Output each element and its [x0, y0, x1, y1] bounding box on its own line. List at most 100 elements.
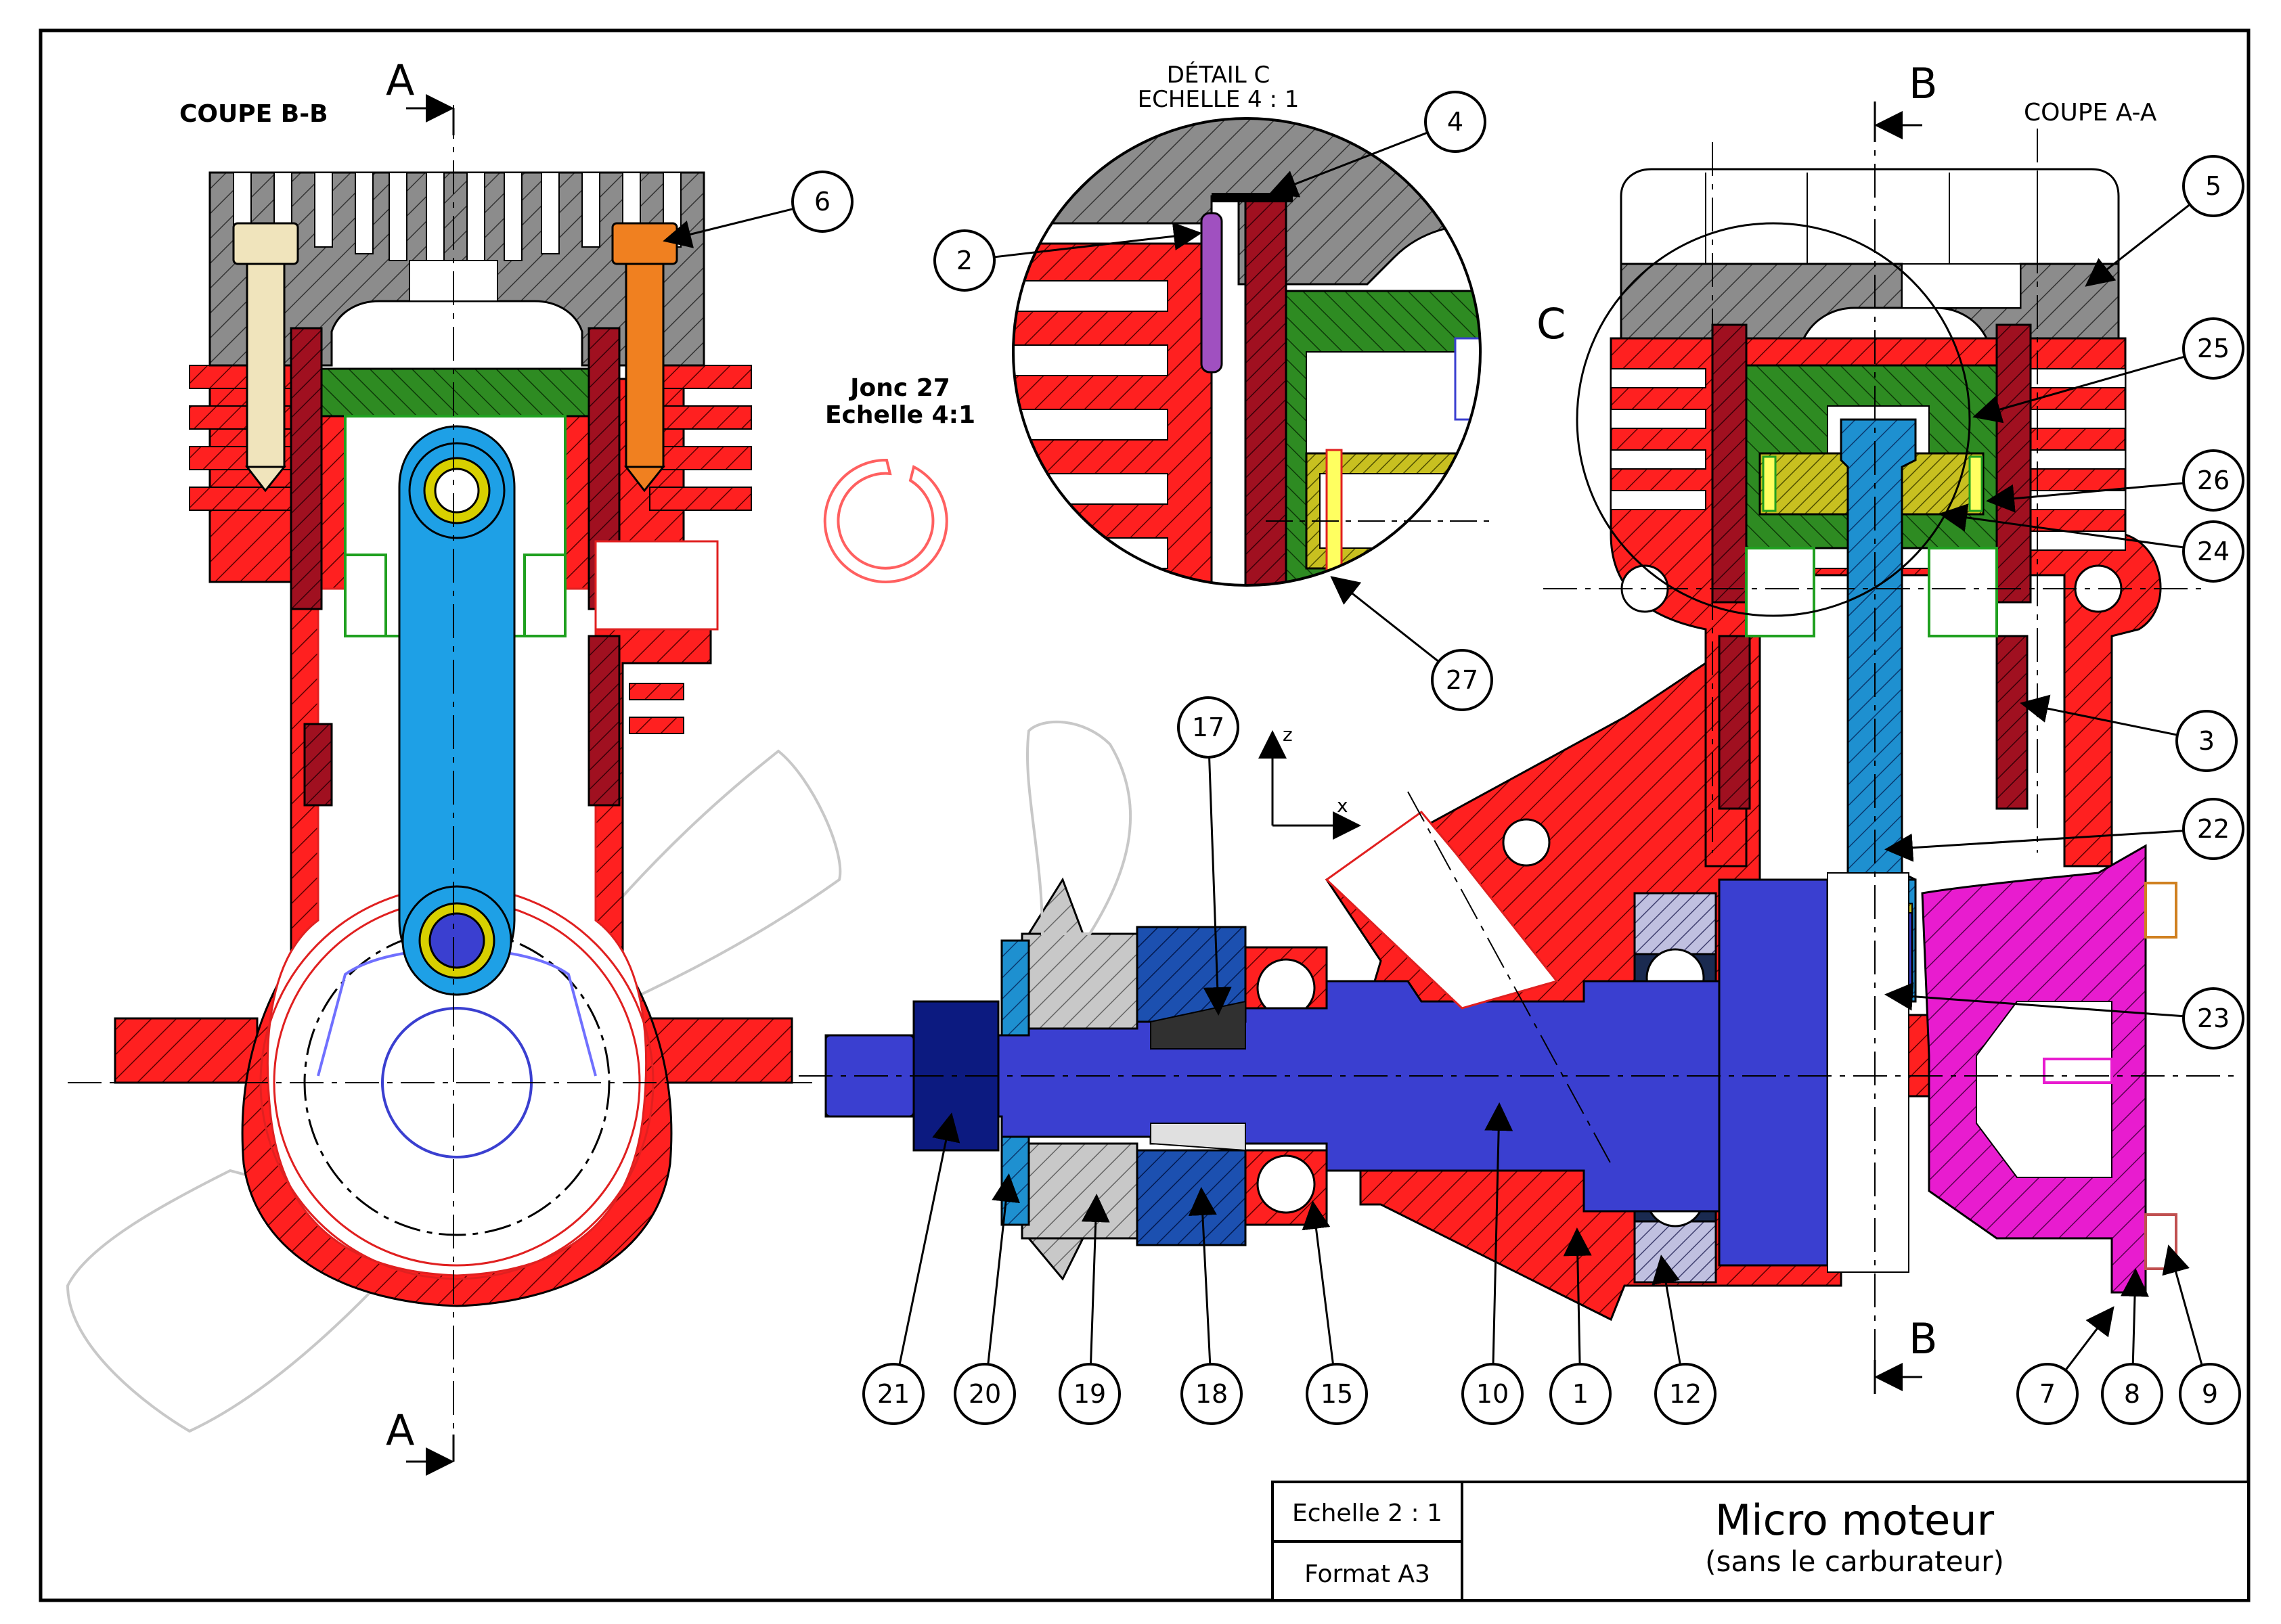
title-block-format: Format A3 [1304, 1560, 1430, 1588]
leader-line-24 [1939, 503, 2184, 549]
section-bb-view [66, 105, 842, 1455]
axis-x-label: x [1337, 794, 1348, 817]
part-number-label: 4 [1447, 107, 1463, 137]
section-aa-title: COUPE A-A [2024, 99, 2157, 127]
leader-line-12 [1652, 1255, 1681, 1365]
detail-c-marker: C [1536, 299, 1566, 348]
part-bubble-8: 8 [2101, 1363, 2163, 1425]
part-bubble-24: 24 [2182, 520, 2244, 583]
leader-line-21 [898, 1112, 960, 1366]
part-bubble-2: 2 [933, 229, 996, 292]
jonc-ring-drawing [823, 458, 948, 583]
part-number-label: 8 [2124, 1379, 2140, 1409]
part-bubble-circle [2182, 987, 2244, 1050]
part-number-label: 6 [814, 187, 831, 217]
head-screw-left [232, 222, 299, 493]
section-b-bottom: B [1909, 1314, 1938, 1363]
piston-skirt-right [523, 554, 567, 637]
part-number-label: 1 [1572, 1379, 1589, 1409]
cover-screw-bottom [2144, 1213, 2177, 1270]
part-bubble-23: 23 [2182, 987, 2244, 1050]
part-bubble-15: 15 [1306, 1363, 1368, 1425]
detail-c-view [1012, 117, 1489, 587]
part-bubble-26: 26 [2182, 449, 2244, 512]
leader-line-4 [1268, 131, 1428, 198]
part-bubble-circle [954, 1363, 1016, 1425]
title-block-scale: Echelle 2 : 1 [1292, 1499, 1442, 1527]
part-bubble-12: 12 [1654, 1363, 1717, 1425]
part-bubble-circle [1431, 649, 1493, 711]
part-bubble-circle [2182, 798, 2244, 860]
piston-pin [434, 468, 480, 514]
leader-line-27 [1330, 576, 1440, 662]
part-bubble-17: 17 [1177, 696, 1239, 759]
part-number-label: 27 [1446, 665, 1478, 695]
leader-line-22 [1884, 830, 2184, 862]
part-bubble-27: 27 [1431, 649, 1493, 711]
part-bubble-circle [1306, 1363, 1368, 1425]
part-number-label: 21 [877, 1379, 910, 1409]
part-bubble-circle [2182, 317, 2244, 380]
section-a-top: A [386, 55, 414, 105]
part-bubble-18: 18 [1180, 1363, 1243, 1425]
jonc-scale: Echelle 4:1 [825, 401, 975, 429]
detail-c-marker-circle [1576, 222, 1971, 617]
part-bubble-5: 5 [2182, 155, 2244, 217]
part-number-label: 3 [2198, 726, 2215, 756]
title-block-title: Micro moteur [1715, 1495, 1995, 1545]
leader-line-8 [2121, 1268, 2149, 1365]
part-bubble-9: 9 [2179, 1363, 2241, 1425]
section-aa-view [799, 108, 2240, 1394]
part-number-label: 26 [2197, 466, 2230, 495]
axis-z-label: z [1283, 723, 1293, 746]
detail-c-scale: ECHELLE 4 : 1 [1138, 86, 1300, 113]
part-number-label: 12 [1669, 1379, 1702, 1409]
title-block-subtitle: (sans le carburateur) [1705, 1545, 2004, 1578]
leader-line-17 [1203, 757, 1232, 1016]
title-block: Echelle 2 : 1 Format A3 Micro moteur (sa… [1271, 1481, 2250, 1602]
leader-line-1 [1563, 1227, 1592, 1365]
propeller-outline [66, 749, 842, 1433]
part-bubble-circle [2179, 1363, 2241, 1425]
liner-lower-left [303, 723, 333, 807]
part-number-label: 22 [2197, 814, 2230, 844]
part-number-label: 23 [2197, 1003, 2230, 1033]
section-b-top: B [1909, 59, 1938, 108]
part-bubble-20: 20 [954, 1363, 1016, 1425]
part-number-label: 25 [2197, 334, 2230, 363]
section-a-bottom: A [386, 1405, 414, 1455]
detail-dowel [1200, 212, 1223, 374]
part-bubble-circle [2175, 710, 2238, 772]
section-arrows [406, 94, 1922, 1476]
liner-aa-lower-left [1718, 635, 1751, 810]
part-bubble-circle [791, 171, 854, 233]
leader-line-3 [2020, 694, 2178, 736]
leader-line-9 [2162, 1244, 2203, 1366]
part-bubble-19: 19 [1059, 1363, 1121, 1425]
part-number-label: 7 [2039, 1379, 2056, 1409]
detail-c-title: DÉTAIL C [1167, 61, 1270, 89]
liner-left [290, 327, 323, 610]
detail-liner [1244, 195, 1287, 585]
leader-line-20 [987, 1173, 1020, 1365]
part-bubble-10: 10 [1461, 1363, 1524, 1425]
head-aa-outline [1620, 168, 2120, 264]
section-bb-title: COUPE B-B [179, 100, 328, 128]
leader-line-15 [1302, 1200, 1335, 1365]
leader-line-23 [1884, 982, 2184, 1018]
leader-line-2 [994, 222, 1202, 258]
axes-triad: z x [1258, 723, 1361, 840]
part-number-label: 24 [2197, 537, 2230, 566]
part-number-label: 5 [2205, 171, 2221, 201]
part-bubble-circle [2182, 155, 2244, 217]
part-number-label: 20 [969, 1379, 1001, 1409]
part-number-label: 10 [1476, 1379, 1509, 1409]
leader-line-18 [1188, 1187, 1217, 1365]
leader-lines [663, 131, 2203, 1371]
part-bubble-circle [1654, 1363, 1717, 1425]
liner-aa-left [1711, 323, 1748, 604]
part-bubble-circle [2182, 449, 2244, 512]
leader-line-7 [2064, 1306, 2114, 1371]
part-number-label: 19 [1073, 1379, 1106, 1409]
leader-line-10 [1484, 1102, 1513, 1365]
